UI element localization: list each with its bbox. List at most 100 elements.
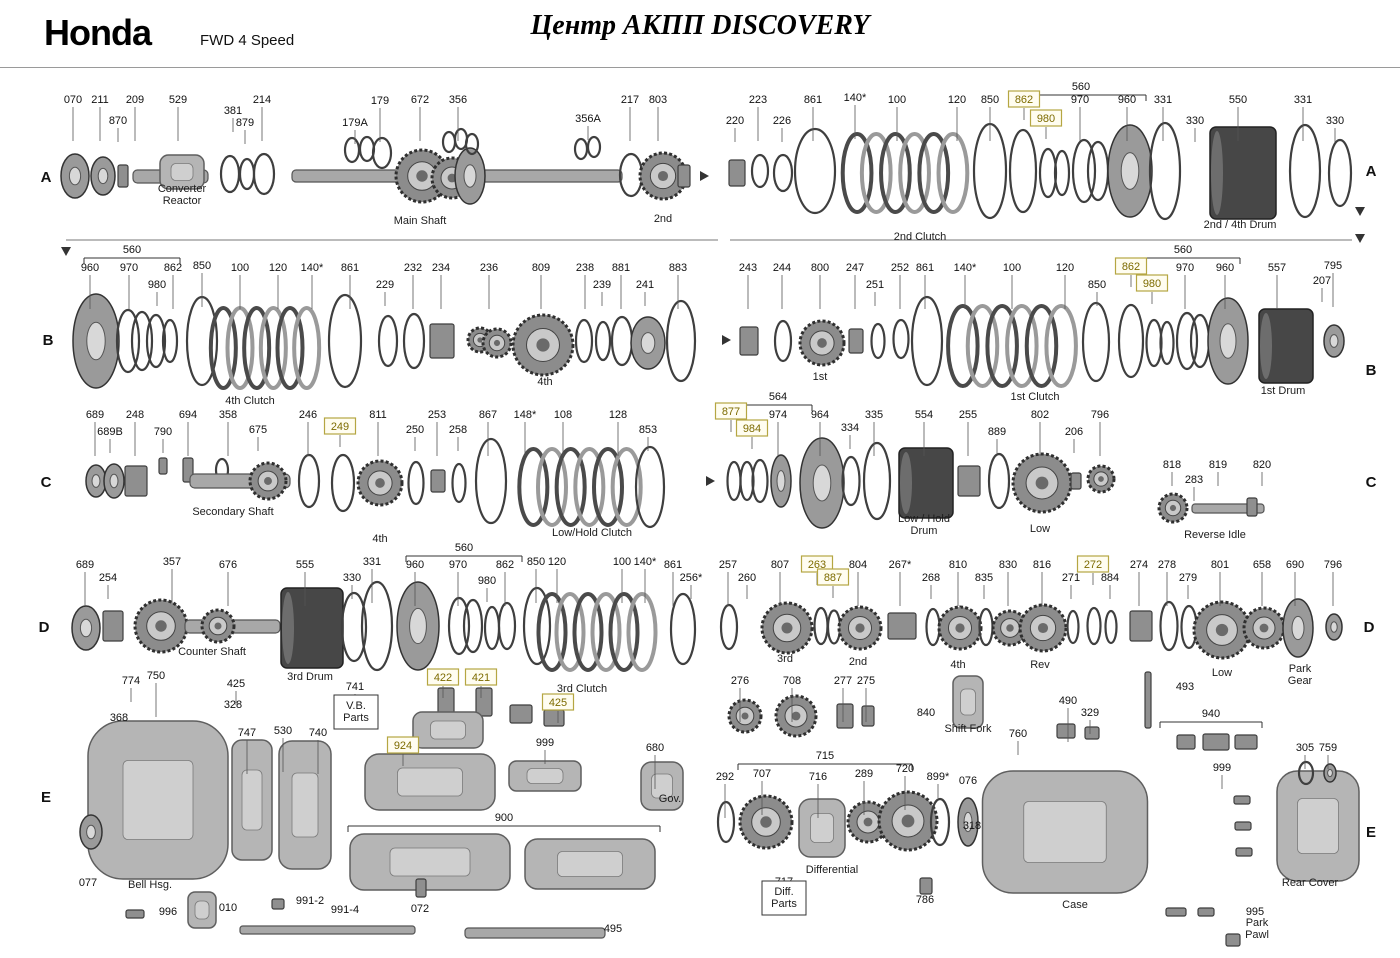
svg-text:239: 239	[593, 279, 611, 291]
svg-text:E: E	[41, 789, 51, 806]
svg-text:E: E	[1366, 824, 1376, 841]
part-shape-disc	[60, 153, 90, 199]
part-shape-ring	[130, 310, 154, 372]
part-label-495: 495	[604, 923, 622, 935]
part-label-861: 861	[916, 262, 934, 309]
svg-text:899*: 899*	[927, 771, 950, 783]
part-shape-disc	[1207, 297, 1249, 385]
part-label-207: 207	[1313, 275, 1331, 302]
svg-text:879: 879	[236, 117, 254, 129]
part-shape-ring	[1159, 600, 1179, 652]
part-label-694: 694	[179, 409, 197, 456]
svg-text:209: 209	[126, 94, 144, 106]
part-caption: Main Shaft	[394, 215, 447, 227]
svg-text:689: 689	[76, 559, 94, 571]
svg-text:557: 557	[1268, 262, 1286, 274]
svg-text:271: 271	[1062, 572, 1080, 584]
part-shape-gear	[837, 605, 883, 651]
svg-text:100: 100	[1003, 262, 1021, 274]
svg-text:243: 243	[739, 262, 757, 274]
svg-text:422: 422	[434, 672, 452, 684]
svg-text:2nd: 2nd	[849, 656, 867, 668]
svg-text:4th Clutch: 4th Clutch	[225, 395, 275, 407]
svg-text:850: 850	[1088, 279, 1106, 291]
part-shape-gear	[727, 698, 763, 734]
svg-text:818: 818	[1163, 459, 1181, 471]
part-label-999: 999	[1213, 762, 1231, 789]
part-label-243: 243	[739, 262, 757, 309]
svg-text:862: 862	[1015, 94, 1033, 106]
part-shape-ring	[1038, 147, 1058, 199]
part-shape-ring	[772, 153, 794, 193]
svg-text:120: 120	[948, 94, 966, 106]
part-caption: 2nd	[849, 656, 867, 668]
svg-text:708: 708	[783, 675, 801, 687]
part-shape-cyl	[1129, 610, 1153, 642]
boxed-part-label-249: 249	[323, 417, 357, 447]
part-label-275: 275	[857, 675, 875, 722]
part-shape-ring	[377, 314, 399, 368]
part-shape-ring	[634, 445, 666, 529]
svg-text:490: 490	[1059, 695, 1077, 707]
part-shape-clutch	[946, 304, 1078, 388]
part-shape-ring	[252, 152, 276, 196]
part-label-250: 250	[406, 424, 424, 451]
part-shape-ring	[1104, 609, 1118, 645]
part-label-232: 232	[404, 262, 422, 309]
part-caption: 3rd	[777, 653, 793, 665]
part-label-220: 220	[726, 115, 744, 142]
svg-text:560: 560	[123, 244, 141, 256]
svg-text:1st Clutch: 1st Clutch	[1011, 391, 1060, 403]
svg-text:292: 292	[716, 771, 734, 783]
svg-text:960: 960	[1216, 262, 1234, 274]
part-shape-ring	[327, 293, 363, 389]
svg-text:672: 672	[411, 94, 429, 106]
row-marker-E: E	[1366, 824, 1376, 841]
svg-text:272: 272	[1084, 559, 1102, 571]
part-shape-gear	[798, 319, 846, 367]
part-label-786: 786	[916, 894, 934, 906]
svg-text:268: 268	[922, 572, 940, 584]
part-shape-ring	[892, 318, 910, 360]
part-shape-cyl	[158, 457, 168, 475]
part-label-247: 247	[846, 262, 864, 309]
svg-text:820: 820	[1253, 459, 1271, 471]
svg-text:850: 850	[527, 556, 545, 568]
part-caption: 1st	[813, 371, 828, 383]
flow-arrow	[61, 247, 71, 256]
part-shape-cyl	[848, 328, 864, 354]
svg-text:984: 984	[743, 423, 761, 435]
part-shape-ring	[610, 315, 634, 367]
part-shape-disc	[1107, 124, 1153, 218]
svg-text:555: 555	[296, 559, 314, 571]
svg-text:999: 999	[536, 737, 554, 749]
svg-text:2nd Clutch: 2nd Clutch	[894, 231, 947, 243]
part-label-884: 884	[1101, 572, 1119, 599]
svg-text:867: 867	[479, 409, 497, 421]
svg-text:140*: 140*	[301, 262, 324, 274]
part-label-550: 550	[1229, 94, 1247, 141]
part-label-357: 357	[163, 556, 181, 603]
part-label-255: 255	[959, 409, 977, 456]
svg-text:801: 801	[1211, 559, 1229, 571]
svg-text:995: 995	[1246, 906, 1264, 918]
part-shape-shaft	[464, 927, 606, 939]
part-shape-ring	[474, 437, 508, 525]
part-label-206: 206	[1065, 426, 1083, 453]
part-shape-ring	[910, 295, 944, 387]
part-caption: 4th	[950, 659, 965, 671]
svg-text:550: 550	[1229, 94, 1247, 106]
part-label-493: 493	[1176, 681, 1194, 693]
part-label-862: 862	[496, 559, 514, 606]
svg-text:010: 010	[219, 902, 237, 914]
part-label-850: 850	[193, 260, 211, 307]
part-label-271: 271	[1062, 572, 1080, 599]
svg-text:120: 120	[269, 262, 287, 274]
part-shape-ring	[161, 318, 179, 364]
part-label-268: 268	[922, 572, 940, 599]
part-label-254: 254	[99, 572, 117, 599]
part-label-819: 819	[1209, 459, 1227, 486]
svg-text:881: 881	[612, 262, 630, 274]
svg-text:2nd / 4th Drum: 2nd / 4th Drum	[1204, 219, 1277, 231]
